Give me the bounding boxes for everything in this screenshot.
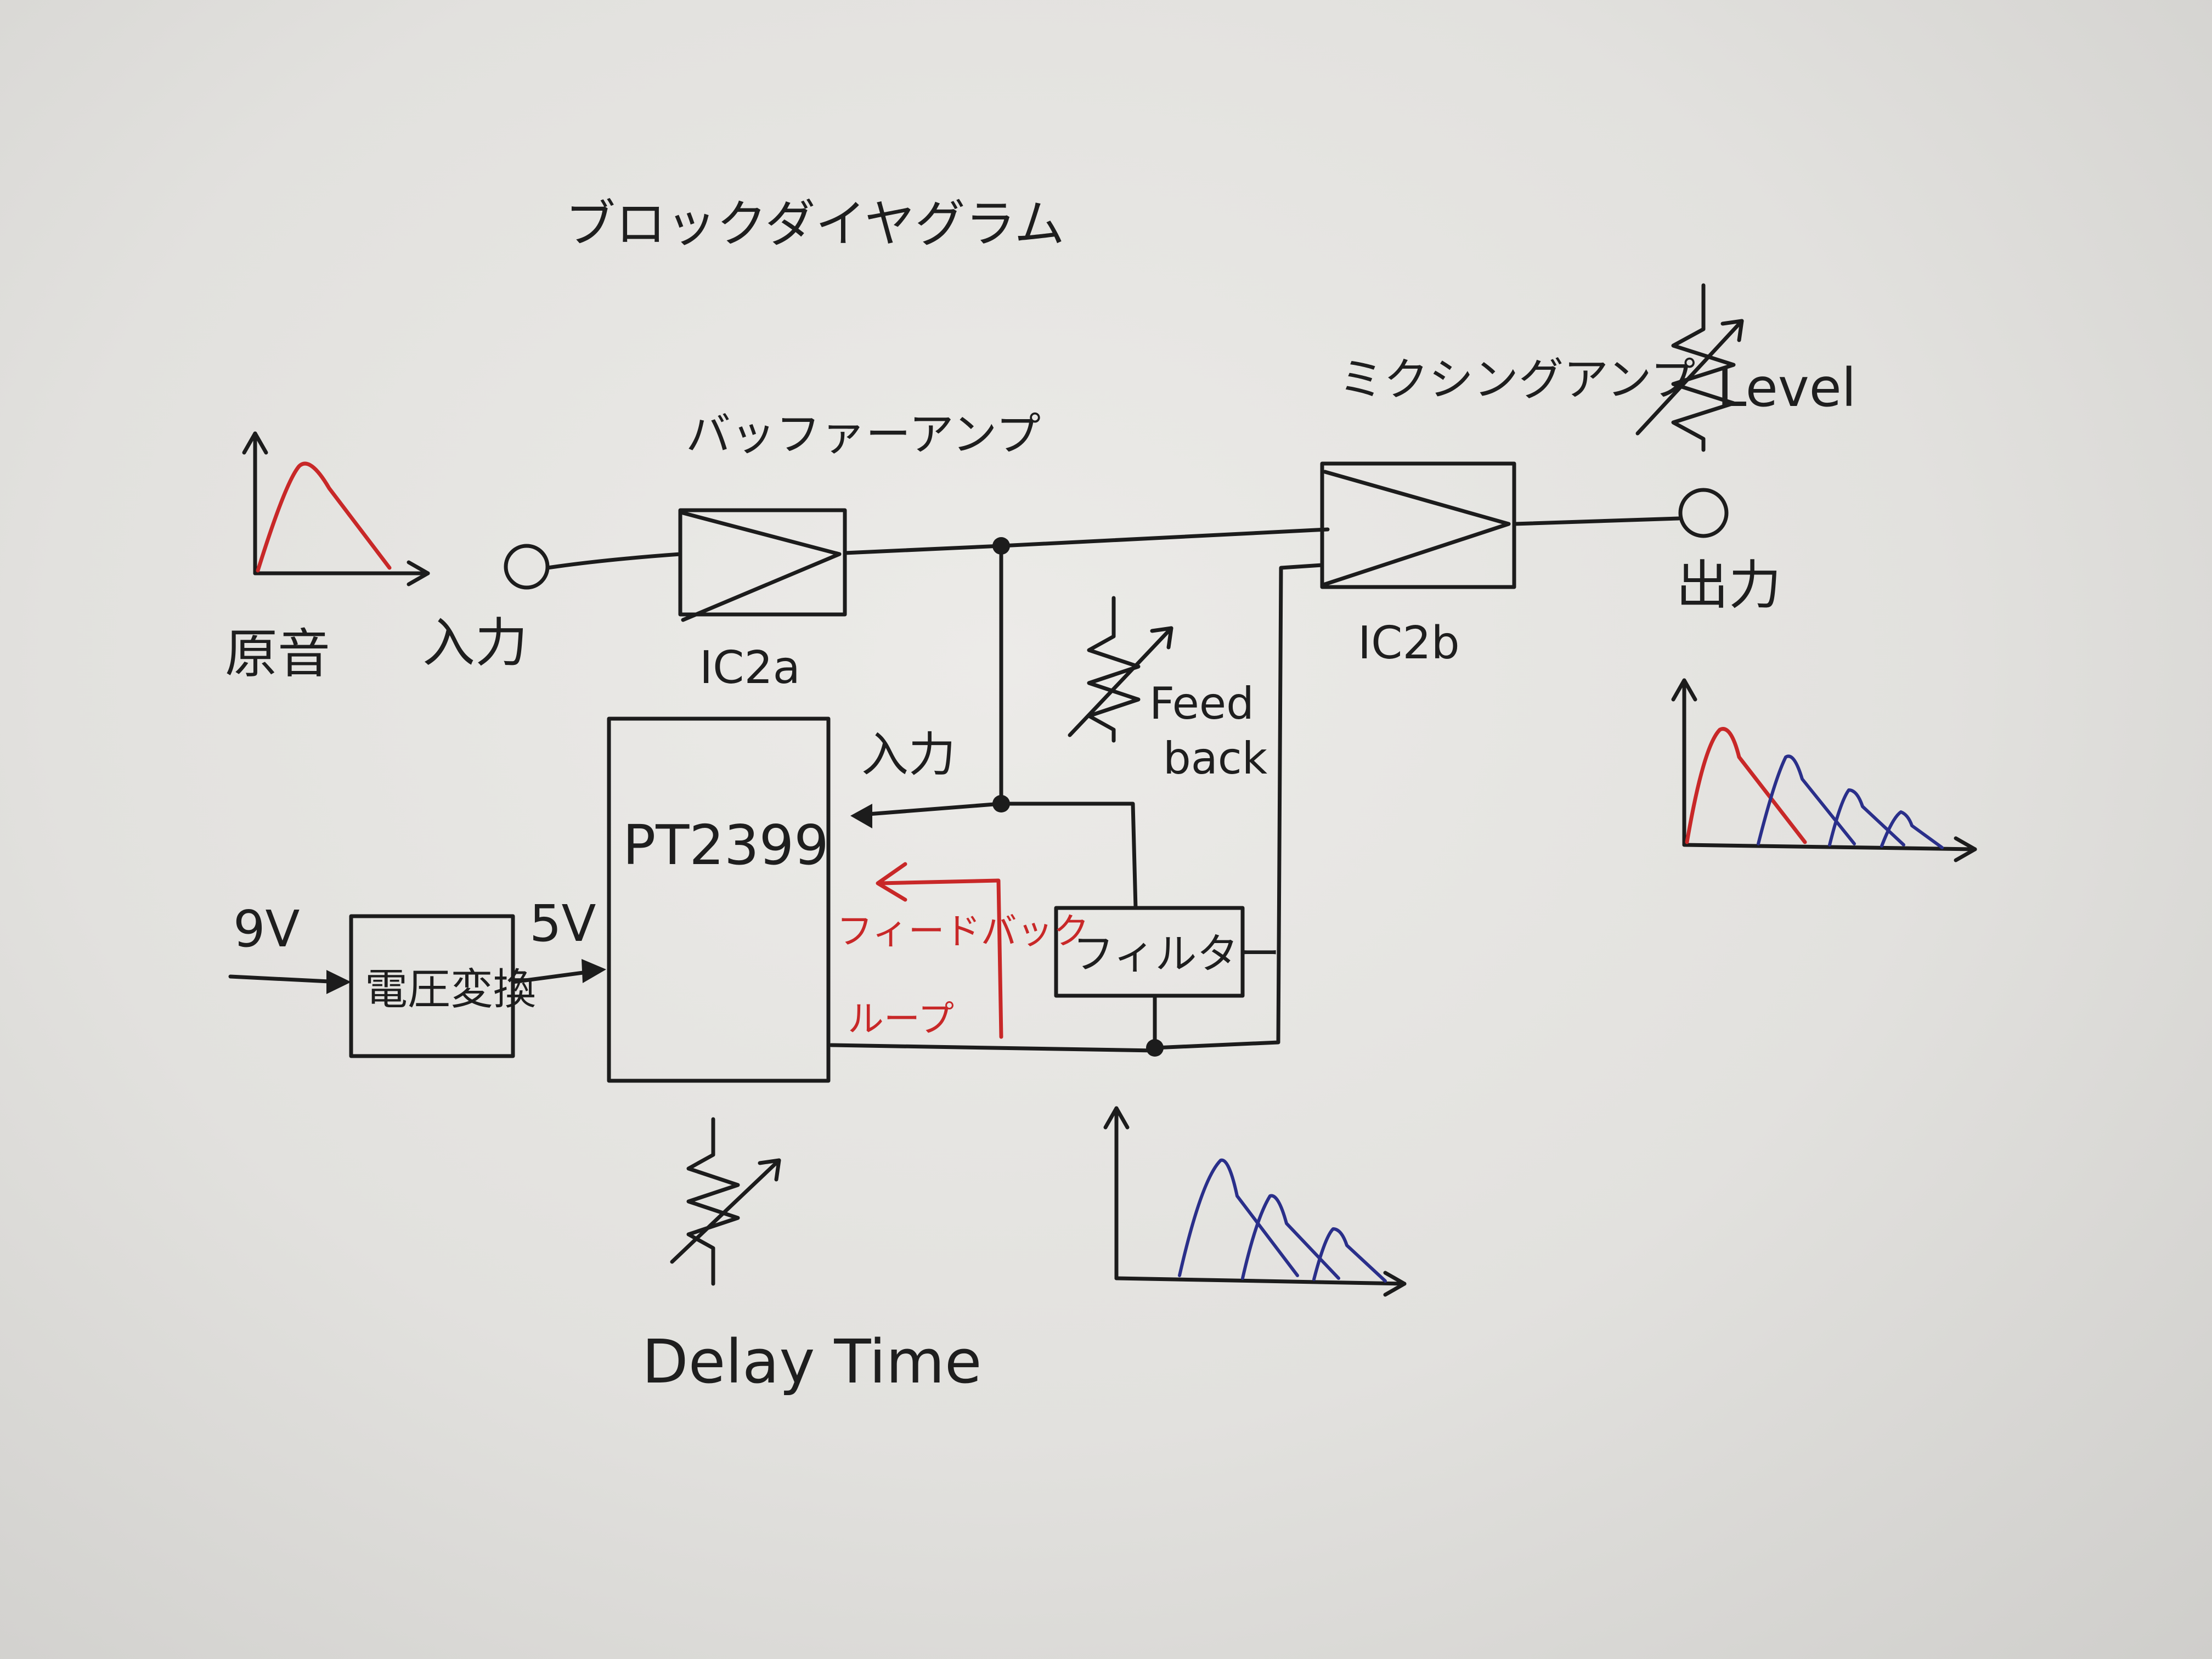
- level-label: Level: [1717, 357, 1856, 419]
- delay-graph-x-axis: [1116, 1278, 1404, 1284]
- feedback-label-line1: Feed: [1149, 678, 1254, 729]
- wire-9v-in: [230, 977, 340, 982]
- buffer-amp-block: [680, 510, 845, 620]
- mixing-amp-triangle-top: [1325, 472, 1509, 524]
- mixing-amp-box: [1322, 464, 1514, 587]
- 9v-arrow: [326, 970, 351, 994]
- source-waveform: [258, 464, 390, 571]
- regulator-label: 電圧変換: [365, 965, 536, 1014]
- delay-input-arrow: [850, 804, 872, 828]
- mixing-amp-triangle-bottom: [1325, 524, 1509, 584]
- delay-input-label: 入力: [861, 727, 956, 782]
- diagram-title: ブロックダイヤグラム: [565, 195, 1065, 253]
- input-label: 入力: [422, 612, 528, 674]
- delay-time-label: Delay Time: [642, 1327, 982, 1397]
- output-wave-echo-2: [1830, 790, 1904, 845]
- output-wave-echo-3: [1882, 812, 1942, 848]
- source-waveform-graph: [244, 433, 428, 584]
- delay-time-pot-icon: [672, 1119, 779, 1284]
- buffer-amp-triangle-bottom: [683, 554, 839, 620]
- feedback-loop-label-line1: フィードバック: [837, 910, 1090, 952]
- delay-wave-echo-1: [1180, 1160, 1297, 1276]
- input-jack: [506, 546, 548, 588]
- pt2399-label: PT2399: [623, 813, 829, 877]
- delay-wave-echo-3: [1314, 1229, 1385, 1281]
- buffer-amp-triangle-top: [683, 513, 839, 554]
- wire-buffer-to-mixer: [845, 529, 1328, 553]
- wire-to-delay-input: [861, 804, 1001, 815]
- output-jack: [1680, 490, 1726, 536]
- output-wave-original: [1687, 729, 1805, 842]
- buffer-amp-name: バッファーアンプ: [686, 409, 1041, 461]
- wire-mixer-to-output: [1514, 518, 1679, 524]
- output-waveform-graph: [1673, 680, 1975, 860]
- input-voltage-label: 9V: [233, 900, 300, 958]
- delay-waveform-graph: [1105, 1108, 1404, 1295]
- wire-feedback-to-filter: [1001, 804, 1136, 908]
- feedback-label-line2: back: [1163, 733, 1268, 784]
- mixing-amp-id: IC2b: [1358, 617, 1460, 669]
- source-label: 原音: [225, 623, 330, 685]
- 5v-arrow: [582, 959, 606, 983]
- wire-delay-output: [831, 1045, 1155, 1051]
- output-voltage-label: 5V: [529, 894, 596, 953]
- buffer-amp-id: IC2a: [699, 642, 800, 694]
- feedback-loop-label-line2: ループ: [848, 998, 954, 1040]
- output-label: 出力: [1676, 555, 1781, 616]
- pt2399-chip-box: [609, 719, 828, 1081]
- wire-input-to-buffer: [548, 554, 680, 568]
- mixing-amp-name: ミクシングアンプ: [1339, 354, 1695, 406]
- mixing-amp-block: [1322, 464, 1514, 587]
- filter-label: フィルター: [1073, 929, 1280, 978]
